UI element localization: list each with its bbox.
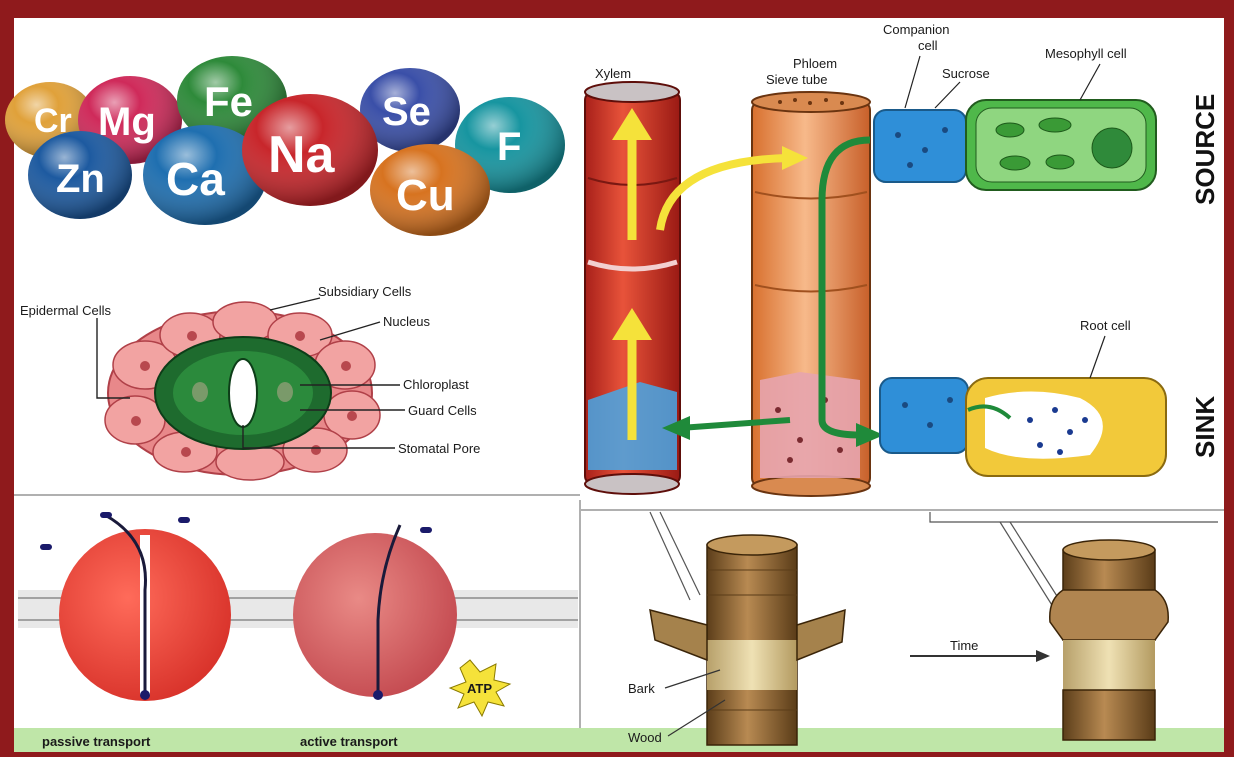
companion-cell-source — [874, 110, 966, 182]
label-guard-cells: Guard Cells — [408, 403, 477, 418]
companion-cell-sink — [880, 378, 968, 453]
label-passive-transport: passive transport — [42, 734, 151, 749]
label-source: SOURCE — [1190, 94, 1220, 205]
svg-text:Fe: Fe — [204, 78, 253, 125]
label-companion-cell-line2: cell — [918, 38, 938, 53]
trunk-girdled-after — [1050, 540, 1168, 740]
label-subsidiary-cells: Subsidiary Cells — [318, 284, 412, 299]
label-active-transport: active transport — [300, 734, 398, 749]
svg-text:Na: Na — [268, 126, 336, 184]
label-companion-cell-line1: Companion — [883, 22, 950, 37]
label-xylem: Xylem — [595, 66, 631, 81]
label-nucleus: Nucleus — [383, 314, 430, 329]
svg-text:Ca: Ca — [166, 153, 225, 205]
label-root-cell: Root cell — [1080, 318, 1131, 333]
label-sink: SINK — [1190, 396, 1220, 458]
label-atp: ATP — [467, 681, 492, 696]
xylem-tube — [585, 82, 680, 494]
label-chloroplast: Chloroplast — [403, 377, 469, 392]
svg-text:Se: Se — [382, 90, 431, 134]
svg-text:F: F — [497, 125, 521, 169]
label-mesophyll-cell: Mesophyll cell — [1045, 46, 1127, 61]
stomatal-pore — [229, 359, 257, 427]
label-wood: Wood — [628, 730, 662, 745]
bottom-bar — [14, 728, 1224, 752]
label-bark: Bark — [628, 681, 655, 696]
label-sucrose: Sucrose — [942, 66, 990, 81]
label-stomatal-pore: Stomatal Pore — [398, 441, 480, 456]
svg-text:Zn: Zn — [56, 157, 105, 201]
label-epidermal-cells: Epidermal Cells — [20, 303, 112, 318]
mineral-ball-zn: Zn — [28, 131, 132, 219]
label-time: Time — [950, 638, 978, 653]
mineral-ball-na: Na — [242, 94, 378, 206]
svg-text:Cu: Cu — [396, 171, 455, 220]
mineral-ball-cu: Cu — [370, 144, 490, 236]
